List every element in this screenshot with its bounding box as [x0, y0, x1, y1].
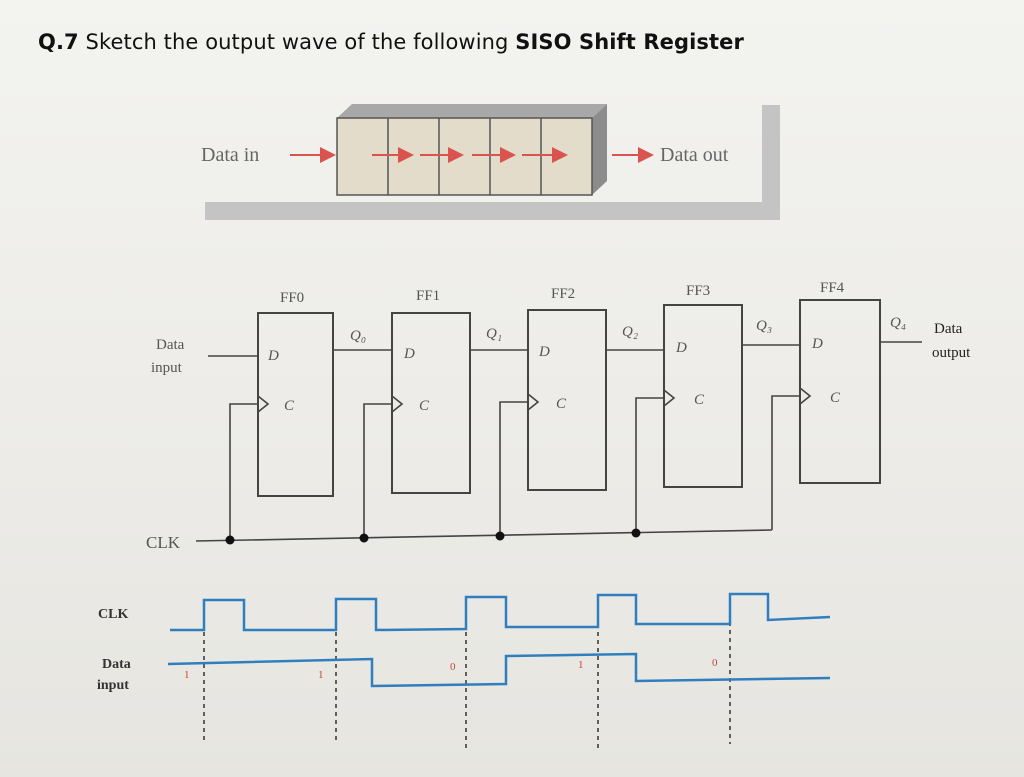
data-output-label-line1: Data: [934, 321, 963, 337]
bit-annotation: 0: [712, 657, 718, 669]
clk-junction-dot: [631, 528, 641, 538]
timing-diagram: CLK Data input 1 1 0 1 0: [97, 592, 831, 748]
data-input-label-line2: input: [151, 360, 183, 376]
ff4-clock-wire: [771, 395, 800, 530]
ff3-d-pin: D: [675, 340, 687, 356]
ff0-box: [257, 312, 334, 497]
ff4-d-pin: D: [811, 336, 823, 352]
clk-bus: [195, 529, 773, 542]
register-side-face: [592, 104, 607, 195]
clk-junctions: [225, 528, 641, 545]
io-labels: Data input Data output: [151, 321, 971, 376]
ff3-c-pin: C: [694, 392, 705, 408]
ff1-name: FF1: [416, 288, 440, 304]
question-body: Sketch the output wave of the following: [85, 30, 509, 54]
circuit-clk-label: CLK: [146, 533, 181, 552]
q3-label: Q₃: [756, 318, 772, 334]
ff2-c-pin: C: [556, 396, 567, 412]
q1-label: Q₁: [486, 326, 502, 342]
ff2-clock-triangle: [527, 393, 540, 411]
question-number: Q.7: [38, 30, 79, 54]
ff0-clock-wire: [229, 403, 258, 540]
ff1-c-pin: C: [419, 398, 430, 414]
bit-annotation: 1: [184, 669, 190, 681]
ff2-box: [527, 309, 607, 491]
ff2-clock-wire: [499, 401, 528, 536]
siso-block-diagram: Data in Data out: [201, 104, 780, 220]
ff3-clock-wire: [635, 397, 664, 533]
bit-annotations: 1 1 0 1 0: [184, 657, 718, 681]
question-text: Q.7 Sketch the output wave of the follow…: [38, 30, 744, 54]
question-emphasis: SISO Shift Register: [515, 30, 744, 54]
ff4-box: [799, 299, 881, 484]
ff2-d-pin: D: [538, 344, 550, 360]
ff3-box: [663, 304, 743, 488]
q4-label: Q₄: [890, 315, 906, 331]
clk-waveform: [170, 592, 831, 632]
ff4-clock-triangle: [799, 387, 812, 405]
ff3-clock-triangle: [663, 389, 676, 407]
ff-labels: FF0 FF1 FF2 FF3 FF4 D D D D D C C C C C …: [146, 280, 906, 552]
ff0-d-pin: D: [267, 348, 279, 364]
ff0-clock-triangle: [257, 395, 270, 413]
data-out-label: Data out: [660, 144, 729, 166]
bit-annotation: 1: [318, 669, 324, 681]
ff4-name: FF4: [820, 280, 845, 296]
q2-label: Q₂: [622, 324, 638, 340]
ff1-clock-triangle: [391, 395, 404, 413]
register-front-face: [336, 117, 593, 196]
ff3-name: FF3: [686, 283, 710, 299]
q0-label: Q₀: [350, 328, 366, 344]
timing-data-label-line2: input: [97, 678, 129, 693]
bit-annotation: 0: [450, 661, 456, 673]
register-top-face: [337, 104, 607, 118]
ff1-d-pin: D: [403, 346, 415, 362]
ff2-name: FF2: [551, 286, 575, 302]
ff4-c-pin: C: [830, 390, 841, 406]
flip-flop-circuit: [195, 299, 922, 542]
ff0-c-pin: C: [284, 398, 295, 414]
bit-annotation: 1: [578, 659, 584, 671]
data-output-label-line2: output: [932, 345, 971, 361]
clk-junction-dot: [225, 535, 235, 545]
timing-data-label-line1: Data: [102, 657, 131, 672]
ff0-name: FF0: [280, 290, 304, 306]
block-backwall: [762, 105, 780, 220]
data-input-label-line1: Data: [156, 337, 185, 353]
timing-labels: CLK Data input: [97, 607, 131, 693]
timing-clk-label: CLK: [98, 607, 128, 622]
clk-junction-dot: [495, 531, 505, 541]
data-input-waveform: [167, 652, 831, 688]
clk-junction-dot: [359, 533, 369, 543]
ff1-box: [391, 312, 471, 494]
ff1-clock-wire: [363, 403, 392, 538]
block-base: [205, 202, 780, 220]
data-in-label: Data in: [201, 144, 259, 166]
